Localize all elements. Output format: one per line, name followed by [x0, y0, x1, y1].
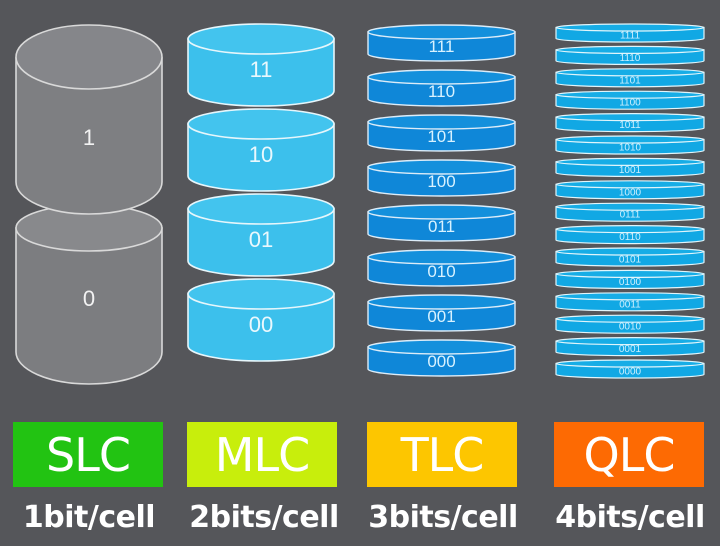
qlc-level-1100: 1100 — [555, 90, 705, 110]
qlc-level-0010: 0010 — [555, 314, 705, 334]
mlc-level-11: 11 — [187, 23, 335, 107]
qlc-level-0110: 0110 — [555, 225, 705, 245]
svg-text:0100: 0100 — [619, 277, 642, 288]
tlc-label-text: TLC — [400, 427, 485, 482]
svg-text:10: 10 — [249, 142, 273, 167]
qlc-level-0011: 0011 — [555, 292, 705, 312]
svg-text:01: 01 — [249, 227, 273, 252]
svg-text:1101: 1101 — [619, 75, 641, 86]
tlc-disks: 000 001 010 011 100 101 110 111 — [367, 24, 516, 377]
mlc-level-00: 00 — [187, 278, 335, 362]
svg-text:1111: 1111 — [620, 31, 640, 42]
svg-text:1100: 1100 — [619, 98, 641, 109]
svg-text:0011: 0011 — [619, 299, 641, 310]
svg-text:0110: 0110 — [619, 232, 641, 243]
qlc-level-0001: 0001 — [555, 337, 705, 357]
mlc-label: MLC — [187, 422, 337, 487]
mlc-disks: 00 01 10 11 — [187, 23, 335, 362]
slc-label-text: SLC — [46, 427, 131, 482]
tlc-label: TLC — [367, 422, 517, 487]
svg-text:11: 11 — [250, 57, 273, 82]
tlc-level-110: 110 — [367, 69, 516, 107]
mlc-subtitle: 2bits/cell — [189, 500, 339, 535]
qlc-level-0111: 0111 — [555, 202, 705, 222]
svg-text:0101: 0101 — [619, 255, 642, 266]
qlc-stack: 0000 0001 0010 0011 0100 0101 0110 0111 1000 1001… — [540, 0, 720, 400]
slc-level-1: 1 — [15, 24, 163, 215]
svg-text:00: 00 — [249, 312, 273, 337]
svg-text:0001: 0001 — [619, 344, 642, 355]
svg-text:1011: 1011 — [619, 120, 641, 131]
slc-subtitle: 1bit/cell — [22, 500, 156, 535]
svg-text:100: 100 — [427, 172, 455, 191]
slc-stack: 0 1 — [0, 0, 180, 400]
qlc-label: QLC — [554, 422, 704, 487]
svg-text:111: 111 — [429, 37, 455, 56]
slc-label: SLC — [13, 422, 163, 487]
mlc-level-10: 10 — [187, 108, 335, 192]
tlc-level-010: 010 — [367, 249, 516, 287]
qlc-level-0101: 0101 — [555, 247, 705, 267]
svg-text:1001: 1001 — [619, 165, 642, 176]
svg-text:0: 0 — [83, 286, 95, 311]
svg-text:1010: 1010 — [619, 143, 642, 154]
svg-text:1110: 1110 — [620, 53, 641, 64]
tlc-level-111: 111 — [367, 24, 516, 62]
tlc-level-100: 100 — [367, 159, 516, 197]
tlc-level-001: 001 — [367, 294, 516, 332]
qlc-level-1101: 1101 — [555, 68, 705, 88]
mlc-label-text: MLC — [214, 427, 310, 482]
svg-text:1000: 1000 — [619, 187, 642, 198]
tlc-subtitle: 3bits/cell — [368, 500, 518, 535]
svg-text:001: 001 — [427, 307, 455, 326]
tlc-level-000: 000 — [367, 339, 516, 377]
svg-text:0010: 0010 — [619, 322, 642, 333]
svg-text:0000: 0000 — [619, 367, 642, 378]
tlc-level-101: 101 — [367, 114, 516, 152]
svg-text:000: 000 — [427, 352, 455, 371]
qlc-level-1000: 1000 — [555, 180, 705, 200]
mlc-stack: 00 01 10 11 — [180, 0, 360, 400]
qlc-subtitle: 4bits/cell — [555, 500, 705, 535]
qlc-disks: 0000 0001 0010 0011 0100 0101 0110 0111 1000 1001… — [555, 23, 705, 379]
svg-text:0111: 0111 — [620, 210, 641, 221]
qlc-label-text: QLC — [583, 427, 676, 482]
qlc-level-0100: 0100 — [555, 269, 705, 289]
tlc-level-011: 011 — [367, 204, 516, 242]
tlc-stack: 000 001 010 011 100 101 110 111 — [360, 0, 540, 400]
qlc-level-1111: 1111 — [555, 23, 705, 43]
qlc-level-1010: 1010 — [555, 135, 705, 155]
slc-level-0: 0 — [15, 204, 163, 385]
svg-text:110: 110 — [428, 82, 455, 101]
qlc-level-0000: 0000 — [555, 359, 705, 379]
qlc-level-1001: 1001 — [555, 157, 705, 177]
svg-text:101: 101 — [427, 127, 455, 146]
mlc-level-01: 01 — [187, 193, 335, 277]
svg-text:011: 011 — [428, 217, 455, 236]
slc-cylinders: 0 1 — [15, 24, 163, 385]
qlc-level-1011: 1011 — [555, 112, 705, 133]
svg-text:1: 1 — [83, 125, 95, 150]
qlc-level-1110: 1110 — [555, 45, 705, 65]
svg-text:010: 010 — [427, 262, 455, 281]
